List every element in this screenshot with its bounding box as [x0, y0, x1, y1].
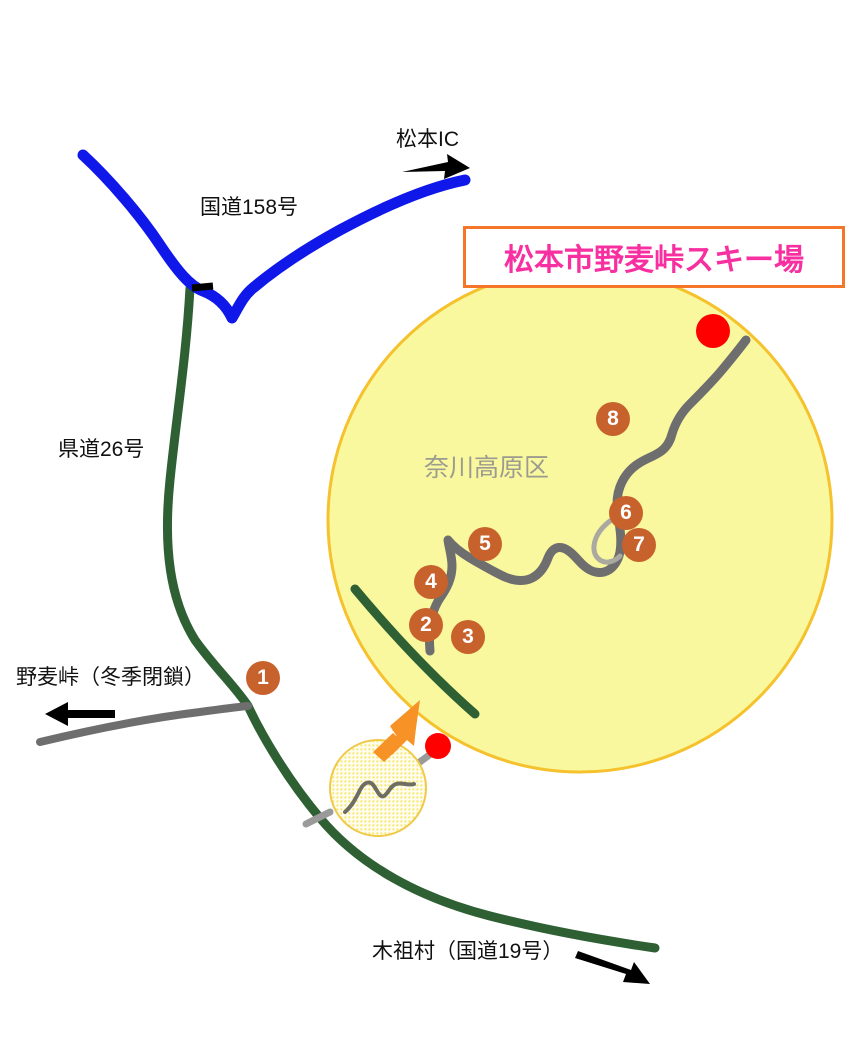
ski-resort-dot-main: [696, 314, 730, 348]
road-gray-loop: [591, 513, 623, 565]
road-prefectural-26-north: [162, 283, 253, 711]
arrow-kiso-village-icon: [575, 951, 650, 984]
route-marker-1[interactable]: 1: [246, 661, 280, 695]
route-marker-7[interactable]: 7: [622, 528, 656, 562]
arrow-nomugi-pass-icon: [45, 702, 115, 726]
resort-title-box: 松本市野麦峠スキー場: [463, 226, 845, 288]
label-route-158: 国道158号: [200, 196, 299, 219]
label-kiso-village: 木祖村（国道19号）: [372, 940, 564, 963]
route-marker-6[interactable]: 6: [609, 496, 643, 530]
route-marker-4[interactable]: 4: [414, 565, 448, 599]
zoom-arrow-head: [390, 700, 420, 742]
ski-resort-dot-inset: [425, 733, 451, 759]
route-marker-2[interactable]: 2: [409, 608, 443, 642]
road-prefectural-26-south: [243, 701, 660, 953]
label-nomugi-pass: 野麦峠（冬季閉鎖）: [16, 666, 205, 689]
label-route-26: 県道26号: [58, 438, 145, 461]
zoom-arrow-body: [373, 733, 404, 762]
road-gray-nomugi: [36, 702, 252, 746]
inset-miniature-road: [343, 780, 416, 814]
route-marker-3[interactable]: 3: [451, 620, 485, 654]
route-marker-8[interactable]: 8: [596, 402, 630, 436]
road-national-158: [77, 149, 471, 324]
highlight-area-circle: [326, 266, 834, 774]
arrow-matsumoto-ic-icon: [402, 154, 470, 179]
label-matsumoto-ic: 松本IC: [396, 128, 459, 151]
road-gray-ski-access: [425, 335, 751, 656]
page-title: 松本市野麦峠スキー場: [504, 244, 804, 277]
area-label: 奈川高原区: [424, 454, 550, 482]
route-marker-5[interactable]: 5: [468, 527, 502, 561]
junction-marker-158-26: [191, 282, 214, 292]
inset-area-circle: [329, 739, 427, 837]
road-green-inside-circle: [350, 584, 480, 719]
road-gray-inset-west: [302, 808, 334, 828]
